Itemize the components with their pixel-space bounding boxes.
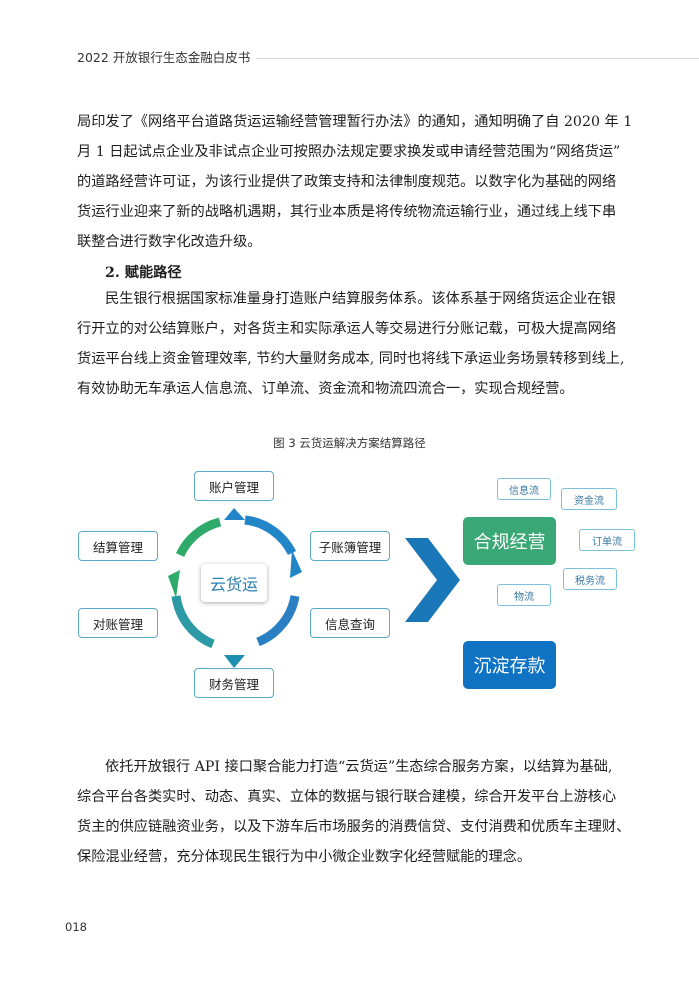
compliance-box: 合规经营 xyxy=(463,517,556,565)
tag-order-flow: 订单流 xyxy=(579,529,635,551)
ring-arc-blue-right xyxy=(256,595,300,647)
paragraph-line: 月 1 日起试点企业及非试点企业可按照办法规定要求换发或申请经营范围为“网络货运… xyxy=(77,144,621,160)
paragraph-line: 有效协助无车承运人信息流、订单流、资金流和物流四流合一，实现合规经营。 xyxy=(77,381,574,397)
paragraph-line: 行开立的对公结算账户，对各货主和实际承运人等交易进行分账记载，可极大提高网络 xyxy=(77,321,617,337)
figure-caption: 图 3 云货运解决方案结算路径 xyxy=(273,436,426,450)
paragraph-1: 局印发了《网络平台道路货运运输经营管理暂行办法》的通知，通知明确了自 2020 … xyxy=(77,107,642,257)
label-account-management: 账户管理 xyxy=(194,471,274,501)
paragraph-line: 的道路经营许可证，为该行业提供了政策支持和法律制度规范。以数字化为基础的网络 xyxy=(77,174,617,190)
paragraph-line: 民生银行根据国家标准量身打造账户结算服务体系。该体系基于网络货运企业在银 xyxy=(105,291,616,307)
ring-arrow-right xyxy=(290,550,302,578)
running-header: 2022 开放银行生态金融白皮书 xyxy=(77,50,251,65)
paragraph-line: 货运平台线上资金管理效率, 节约大量财务成本, 同时也将线下承运业务场景转移到线… xyxy=(77,351,625,367)
paragraph-line: 货运行业迎来了新的战略机遇期，其行业本质是将传统物流运输行业，通过线上线下串 xyxy=(77,204,617,220)
ring-arrow-bottom xyxy=(224,655,245,668)
tag-capital-flow: 资金流 xyxy=(561,488,617,510)
settlement-path-diagram xyxy=(168,508,460,668)
tag-logistics: 物流 xyxy=(497,584,551,606)
paragraph-line: 依托开放银行 API 接口聚合能力打造“云货运”生态综合服务方案，以结算为基础, xyxy=(105,759,613,775)
paragraph-line: 综合平台各类实时、动态、真实、立体的数据与银行联合建模，综合开发平台上游核心 xyxy=(77,789,617,805)
ring-arrow-left xyxy=(168,570,180,598)
ring-arc-teal-left xyxy=(171,595,215,649)
ring-arrow-top xyxy=(224,508,245,520)
label-info-query: 信息查询 xyxy=(310,608,390,638)
section-heading: 2. 赋能路径 xyxy=(105,265,182,281)
paragraph-line: 保险混业经营，充分体现民生银行为中小微企业数字化经营赋能的理念。 xyxy=(77,849,532,865)
paragraph-3: 依托开放银行 API 接口聚合能力打造“云货运”生态综合服务方案，以结算为基础,… xyxy=(77,752,642,872)
paragraph-2: 民生银行根据国家标准量身打造账户结算服务体系。该体系基于网络货运企业在银 行开立… xyxy=(77,284,642,404)
paragraph-line: 局印发了《网络平台道路货运运输经营管理暂行办法》的通知，通知明确了自 2020 … xyxy=(77,114,633,130)
label-reconciliation-management: 对账管理 xyxy=(78,608,158,638)
page-number: 018 xyxy=(65,920,87,934)
label-finance-management: 财务管理 xyxy=(194,668,274,698)
chevron-arrow-icon xyxy=(405,538,460,622)
center-label-cloud-freight: 云货运 xyxy=(201,564,267,602)
tag-tax-flow: 税务流 xyxy=(563,568,617,590)
paragraph-line: 联整合进行数字化改造升级。 xyxy=(77,234,262,250)
deposit-box: 沉淀存款 xyxy=(463,641,556,689)
header-rule xyxy=(256,58,699,59)
ring-arc-blue-top xyxy=(244,515,297,556)
ring-arc-green xyxy=(175,517,222,558)
paragraph-line: 货主的供应链融资业务，以及下游车后市场服务的消费信贷、支付消费和优质车主理财、 xyxy=(77,819,631,835)
tag-info-flow: 信息流 xyxy=(497,478,551,500)
label-sub-ledger-management: 子账簿管理 xyxy=(310,531,390,561)
label-settlement-management: 结算管理 xyxy=(78,531,158,561)
